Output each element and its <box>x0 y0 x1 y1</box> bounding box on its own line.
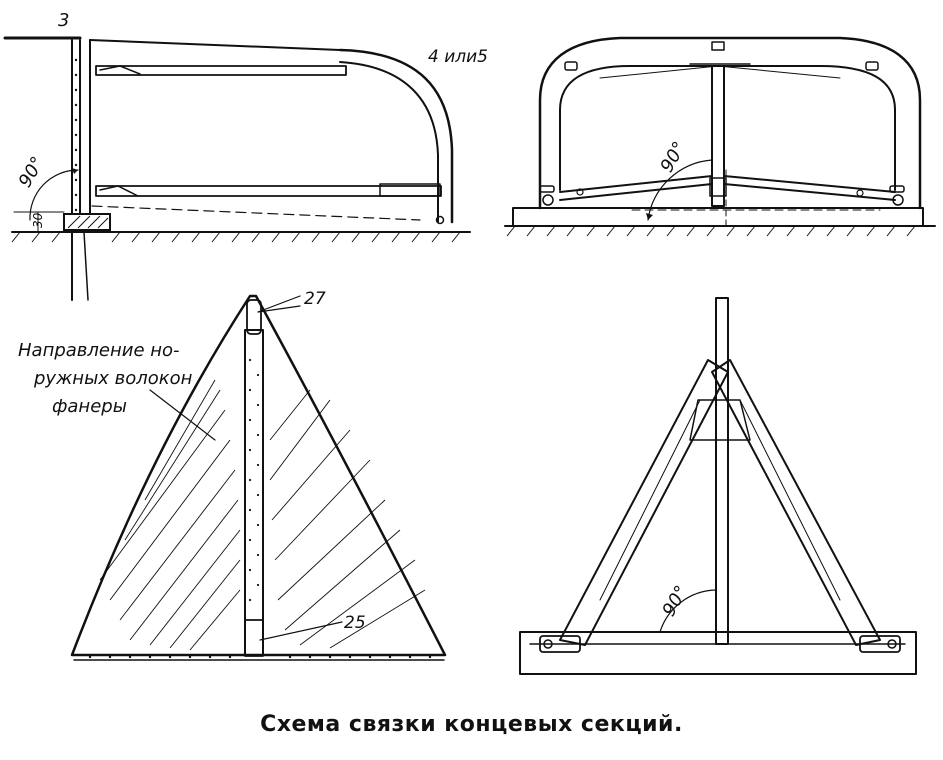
label-dimension-30: 30 <box>31 212 45 228</box>
label-part-3: 3 <box>58 10 69 31</box>
label-angle-90-bottom-right: 90° <box>658 582 692 620</box>
label-part-4-or-5: 4 или5 <box>428 47 488 67</box>
side-view-drawing <box>3 36 471 301</box>
label-fiber-direction-line3: фанеры <box>52 396 127 417</box>
front-view-drawing <box>504 36 936 237</box>
a-frame-drawing <box>519 297 917 675</box>
label-fiber-direction-line1: Направление но- <box>18 340 180 361</box>
figure-caption: Схема связки концевых секций. <box>260 712 683 737</box>
label-fiber-direction-line2: ружных волокон <box>33 368 193 389</box>
plywood-panel-drawing <box>70 294 447 661</box>
label-part-25: 25 <box>344 613 366 633</box>
label-angle-90-top-left: 90° <box>15 153 49 191</box>
label-angle-90-top-right: 90° <box>656 138 690 176</box>
label-part-27: 27 <box>304 289 326 309</box>
